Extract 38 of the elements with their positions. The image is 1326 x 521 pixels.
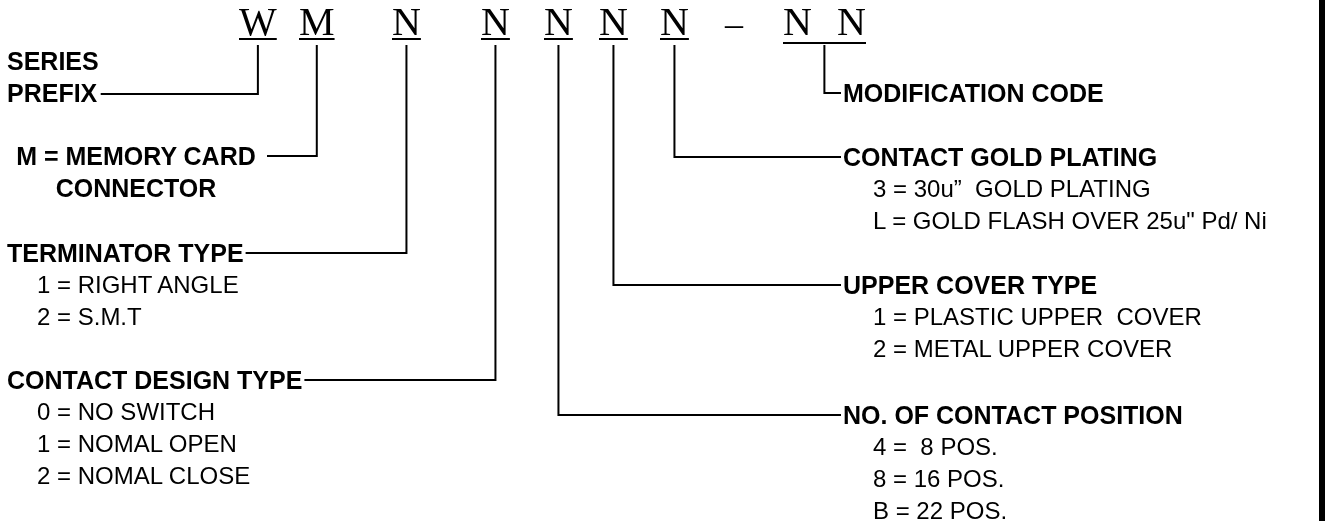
option-text: 2 = S.M.T bbox=[36, 302, 143, 332]
option-text: 3 = 30u” GOLD PLATING bbox=[872, 174, 1152, 204]
option-text: 8 = 16 POS. bbox=[872, 464, 1006, 494]
option-text: 2 = METAL UPPER COVER bbox=[872, 334, 1174, 364]
leader-line bbox=[673, 44, 842, 158]
code-letter: N bbox=[599, 0, 628, 44]
leader-line bbox=[823, 44, 842, 94]
field-heading: CONTACT GOLD PLATING bbox=[843, 142, 1159, 173]
leader-line bbox=[244, 44, 408, 254]
option-text: 2 = NOMAL CLOSE bbox=[36, 461, 252, 491]
field-heading: NO. OF CONTACT POSITION bbox=[843, 400, 1183, 431]
option-text: 1 = PLASTIC UPPER COVER bbox=[872, 302, 1202, 332]
leader-line bbox=[557, 44, 842, 416]
code-letter: W bbox=[239, 0, 277, 44]
leader-line bbox=[266, 44, 318, 157]
code-letter: N bbox=[783, 2, 812, 42]
option-text: L = GOLD FLASH OVER 25u" Pd/ Ni bbox=[872, 206, 1267, 236]
field-heading: SERIES PREFIX bbox=[7, 46, 99, 109]
option-text: B = 22 POS. bbox=[872, 496, 1009, 521]
leader-line bbox=[303, 44, 497, 381]
code-letter: N bbox=[392, 0, 421, 44]
separator-dash: – bbox=[725, 3, 743, 46]
code-letter: N bbox=[836, 2, 866, 42]
code-letter: M bbox=[299, 0, 335, 44]
field-heading: M = MEMORY CARD CONNECTOR bbox=[15, 141, 257, 204]
code-letter: N bbox=[660, 0, 689, 44]
option-text: 0 = NO SWITCH bbox=[36, 397, 217, 427]
option-text: 1 = RIGHT ANGLE bbox=[36, 270, 240, 300]
leader-line bbox=[99, 44, 259, 95]
field-heading: TERMINATOR TYPE bbox=[7, 238, 244, 269]
leader-line bbox=[612, 44, 842, 286]
code-letter: N bbox=[481, 0, 510, 44]
field-heading: CONTACT DESIGN TYPE bbox=[7, 365, 303, 396]
field-heading: UPPER COVER TYPE bbox=[843, 270, 1099, 301]
option-text: 1 = NOMAL OPEN bbox=[36, 429, 238, 459]
field-heading: MODIFICATION CODE bbox=[843, 78, 1104, 109]
code-letter: N bbox=[544, 0, 573, 44]
option-text: 4 = 8 POS. bbox=[872, 432, 999, 462]
